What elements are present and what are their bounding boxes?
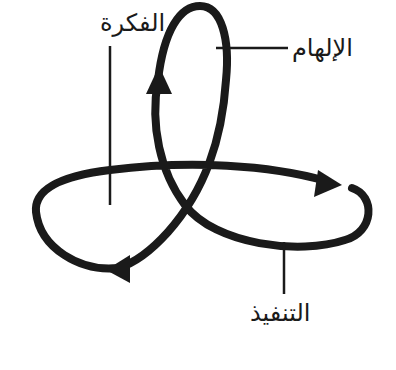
arrowhead-left [106,255,130,283]
part-label: الفكرة [100,8,165,38]
leader-line [283,242,286,294]
knot-stroke [36,6,369,268]
part-label: التنفيذ [250,298,310,328]
arrowhead-up [146,66,172,94]
part-label: الإلهام [292,33,353,63]
leader-line [109,46,112,205]
leader-line [216,47,288,50]
arrowhead-right [314,170,342,197]
